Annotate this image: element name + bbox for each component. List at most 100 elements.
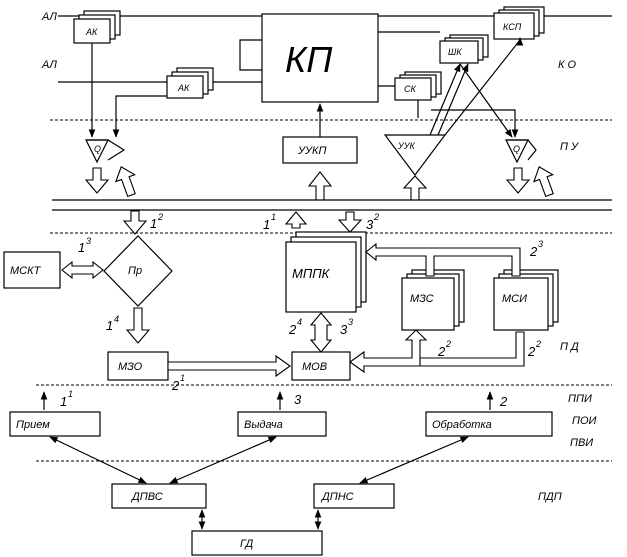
mppk-up-hollow-arrow	[284, 211, 308, 229]
kp-block[interactable]: КП	[261, 13, 379, 103]
mark-2-1-sup: 1	[180, 373, 185, 383]
mzo-block[interactable]: МЗО	[107, 351, 169, 381]
sk-to-q-arrow	[431, 109, 519, 138]
mzs-msi-to-mppk-hollow-arrow	[365, 242, 521, 277]
uuk-label: УУК	[397, 141, 416, 151]
mark-3-3-base: 3	[340, 322, 348, 337]
obrabotka-block[interactable]: Обработка	[425, 411, 553, 437]
mskt-pr-hollow-arrow	[61, 260, 104, 280]
ak-label-1: АК	[85, 27, 98, 37]
mark-1-3-base: 1	[78, 240, 85, 255]
mppk-label: МППК	[292, 266, 331, 281]
q-left-down-hollow-arrow	[84, 167, 110, 194]
mark-1-4-sup: 4	[114, 314, 119, 324]
vydacha-block[interactable]: Выдача	[237, 411, 327, 437]
level-pvi: ПВИ	[570, 437, 593, 449]
mark-2-4-sup: 4	[297, 317, 302, 327]
level-pd: П Д	[560, 341, 579, 353]
mark-2-2b-base: 2	[527, 344, 536, 359]
mzs-block[interactable]: МЗС	[401, 269, 465, 331]
mppk-block[interactable]: МППК	[285, 231, 367, 313]
mark-3-3-sup: 3	[348, 317, 353, 327]
uuk-triangle[interactable]: УУК	[383, 134, 447, 176]
msi-label: МСИ	[502, 293, 527, 305]
al-label-2: АЛ	[41, 59, 57, 71]
msi-block[interactable]: МСИ	[493, 269, 559, 331]
pr-diamond[interactable]: Пр	[103, 235, 173, 307]
priem-dpvs-arrow	[49, 436, 147, 484]
mark-3-2-base: 3	[366, 217, 374, 232]
level-ppi: ППИ	[568, 393, 592, 405]
mark-1-1a-base: 1	[263, 217, 270, 232]
shk-block[interactable]: ШК	[439, 34, 489, 64]
mark-1-1b-base: 1	[60, 394, 67, 409]
bus-to-pr-hollow-arrow	[122, 210, 148, 235]
ksp-block[interactable]: КСП	[493, 6, 545, 40]
al-label-1: АЛ	[41, 11, 57, 23]
q-left[interactable]: Q	[85, 139, 126, 164]
ko-level: АЛ АЛ АК АК КП КСП	[41, 6, 612, 103]
gd-label: ГД	[240, 538, 254, 550]
mskt-label: МСКТ	[10, 265, 42, 277]
mppk-mov-hollow-arrow	[309, 312, 333, 353]
mark-1-4-base: 1	[106, 318, 113, 333]
mskt-block[interactable]: МСКТ	[3, 251, 61, 289]
uuk-to-shk-arrow-1	[429, 63, 461, 136]
mov-label: МОВ	[302, 361, 327, 373]
mark-2: 2	[499, 394, 508, 409]
priem-label: Прием	[16, 419, 50, 431]
sk-block[interactable]: СК	[394, 71, 442, 101]
mark-1-1b-sup: 1	[68, 389, 73, 399]
pd-level: 1 2 Пр МСКТ 1 3 1 4 МППК 1 1 3	[3, 210, 579, 393]
mark-1-2-base: 1	[150, 216, 157, 231]
mark-2-3-sup: 3	[538, 239, 543, 249]
ak-block-2[interactable]: АК	[166, 67, 214, 99]
msi-to-mov-hollow-connector	[419, 331, 525, 367]
shk-to-q-arrow	[459, 63, 513, 138]
mark-2-4-base: 2	[288, 322, 297, 337]
ak2-to-q-arrow	[112, 95, 167, 138]
obrabotka-dpns-arrow	[359, 436, 469, 484]
mark-2-3-base: 2	[529, 244, 538, 259]
mov-block[interactable]: МОВ	[291, 351, 351, 381]
mark-3-2-sup: 2	[373, 212, 379, 222]
ak-block-1[interactable]: АК	[73, 10, 121, 44]
sk-label: СК	[404, 84, 416, 94]
pr-to-mzo-hollow-arrow	[125, 307, 151, 344]
level-ko: К О	[558, 59, 577, 71]
dpns-label: ДПНС	[320, 491, 354, 503]
q-right-up-hollow-arrow	[533, 166, 555, 198]
uukp-block[interactable]: УУКП	[282, 136, 358, 164]
ppi-level: Прием Выдача Обработка 1 1 3 2 ППИ ПОИ П…	[9, 389, 597, 449]
dpvs-label: ДПВС	[130, 491, 163, 503]
mark-3: 3	[294, 392, 302, 407]
mark-1-1a-sup: 1	[271, 212, 276, 222]
mark-2-1-base: 2	[171, 378, 180, 393]
mzo-to-mov-hollow-arrow	[167, 354, 291, 378]
mark-1-3-sup: 3	[86, 236, 91, 246]
uuk-to-shk-arrow-2	[437, 63, 469, 136]
priem-block[interactable]: Прием	[9, 411, 101, 437]
vydacha-label: Выдача	[244, 419, 283, 431]
dpns-block[interactable]: ДПНС	[313, 483, 395, 509]
dpvs-block[interactable]: ДПВС	[111, 483, 207, 509]
mzo-label: МЗО	[118, 361, 143, 373]
q-left-up-hollow-arrow	[115, 166, 137, 198]
mark-2-2a-sup: 2	[445, 339, 451, 349]
obrabotka-label: Обработка	[432, 419, 492, 431]
bus-to-uukp-hollow-arrow	[307, 171, 333, 201]
gd-block[interactable]: ГД	[191, 530, 323, 556]
ak-label-2: АК	[177, 83, 190, 93]
shk-label: ШК	[448, 47, 462, 57]
q-right-down-hollow-arrow	[505, 167, 531, 194]
pdp-level: ДПВС ДПНС ГД ПДП	[49, 436, 562, 556]
mark-1-2-sup: 2	[157, 212, 163, 222]
uukp-label: УУКП	[297, 145, 327, 157]
vydacha-dpvs-arrow	[169, 436, 277, 484]
level-pdp: ПДП	[538, 491, 562, 503]
kp-label: КП	[285, 39, 333, 80]
bus-to-mppk-hollow-arrow	[337, 211, 363, 233]
bus-to-uuk-hollow-arrow	[402, 175, 428, 201]
q-right[interactable]: Q	[505, 139, 537, 164]
